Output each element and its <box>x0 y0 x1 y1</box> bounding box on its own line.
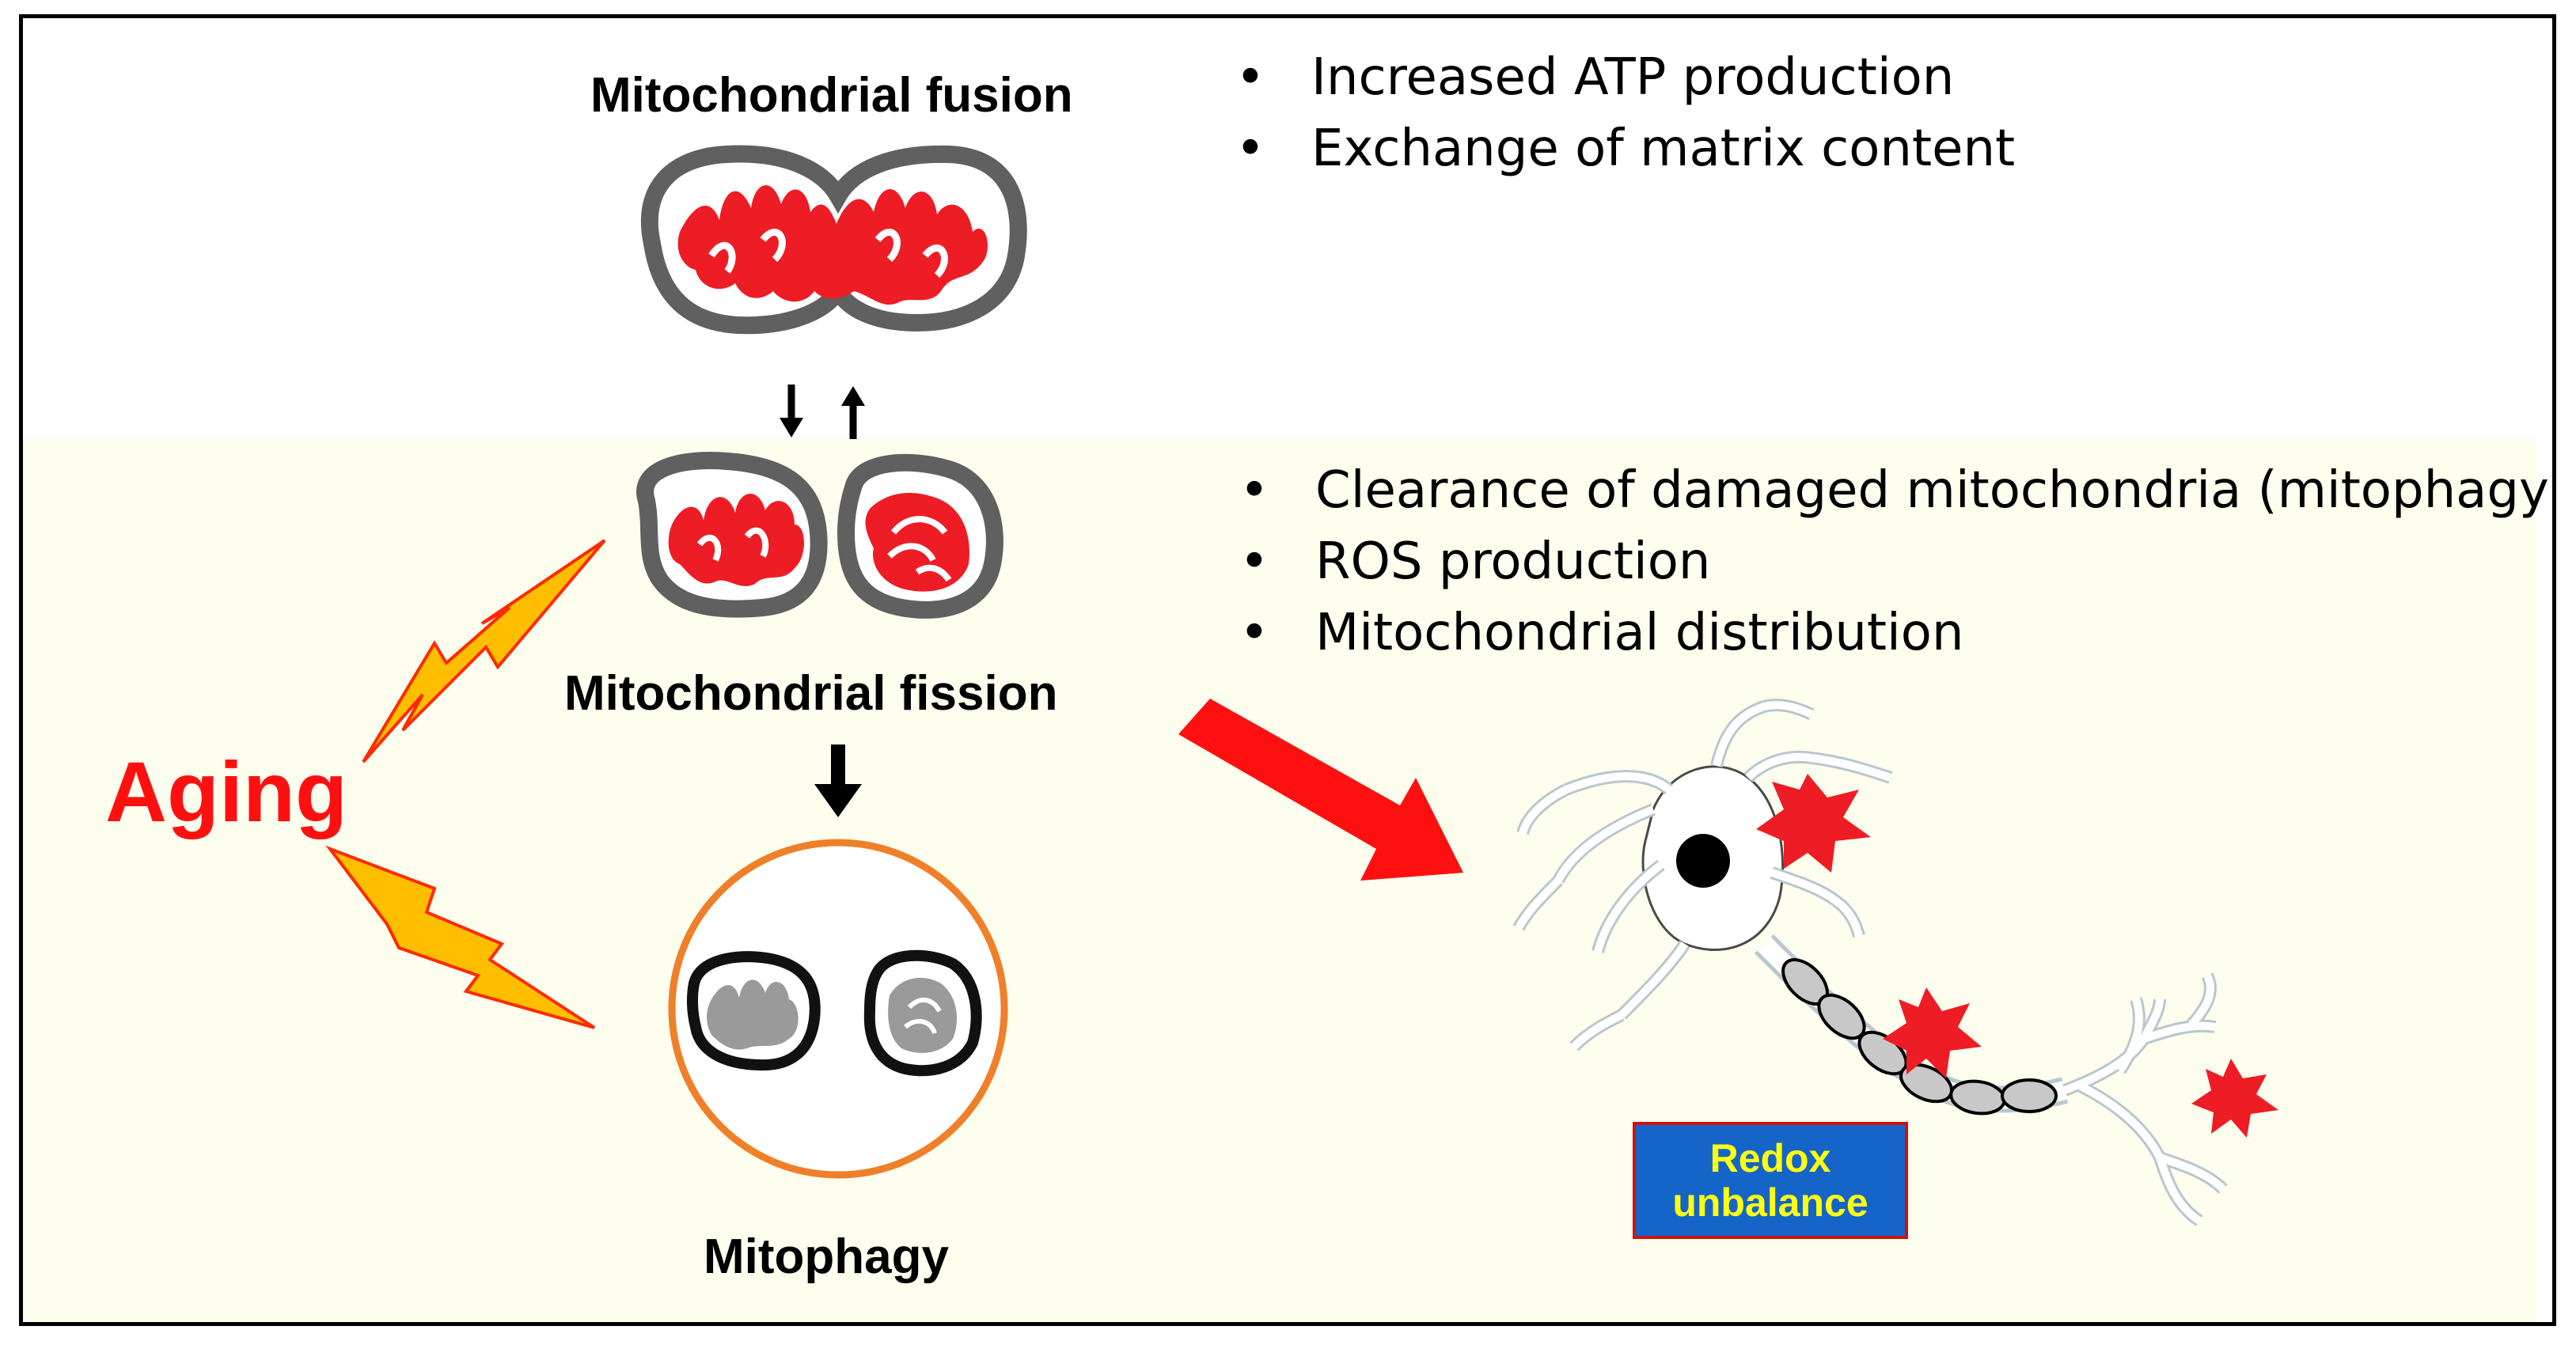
fusion-title: Mitochondrial fusion <box>590 68 1073 123</box>
neuron-illustration <box>1512 699 2228 1226</box>
mitophagy-title: Mitophagy <box>704 1229 949 1284</box>
fission-title: Mitochondrial fission <box>564 666 1058 721</box>
mitophagy-autophagosome <box>668 839 1008 1179</box>
aging-label: Aging <box>105 744 347 839</box>
ros-star-terminal <box>2191 1059 2278 1138</box>
bullet-dot: • <box>1239 461 1269 520</box>
fusion-bullet-item: •Increased ATP production <box>1224 42 2015 113</box>
ros-star-axon <box>1883 987 1982 1078</box>
fission-bullet-list: •Clearance of damaged mitochondria (mito… <box>1228 455 2552 669</box>
fusion-bullet-item: •Exchange of matrix content <box>1224 113 2015 184</box>
fusion-fission-arrows <box>780 385 865 439</box>
bullet-dot: • <box>1239 604 1269 662</box>
lightning-bolt-upper <box>362 539 606 763</box>
bullet-dot: • <box>1239 532 1269 591</box>
fission-bullet-item: •Mitochondrial distribution <box>1228 597 2552 669</box>
redox-label-line2: unbalance <box>1672 1180 1868 1225</box>
big-red-arrow <box>1178 699 1463 881</box>
redox-label-line1: Redox <box>1709 1136 1831 1180</box>
fission-panel-background <box>23 439 2536 1322</box>
fusion-bullet-list: •Increased ATP production •Exchange of m… <box>1224 42 2015 184</box>
bullet-dot: • <box>1235 48 1265 107</box>
fission-bullet-item: •Clearance of damaged mitochondria (mito… <box>1228 455 2552 526</box>
diagram-frame: Mitochondrial fusion •Increased ATP prod… <box>19 14 2556 1326</box>
bullet-dot: • <box>1235 119 1265 178</box>
fission-mitochondria <box>636 452 1003 619</box>
fission-bullet-item: •ROS production <box>1228 526 2552 597</box>
lightning-bolt-lower <box>325 845 596 1029</box>
redox-unbalance-box: Redox unbalance <box>1633 1122 1908 1239</box>
fused-mitochondrion <box>640 145 1027 335</box>
diagram-graphics <box>325 145 2278 1226</box>
ros-star-soma <box>1756 774 1871 873</box>
fission-to-mitophagy-arrow <box>814 744 862 817</box>
